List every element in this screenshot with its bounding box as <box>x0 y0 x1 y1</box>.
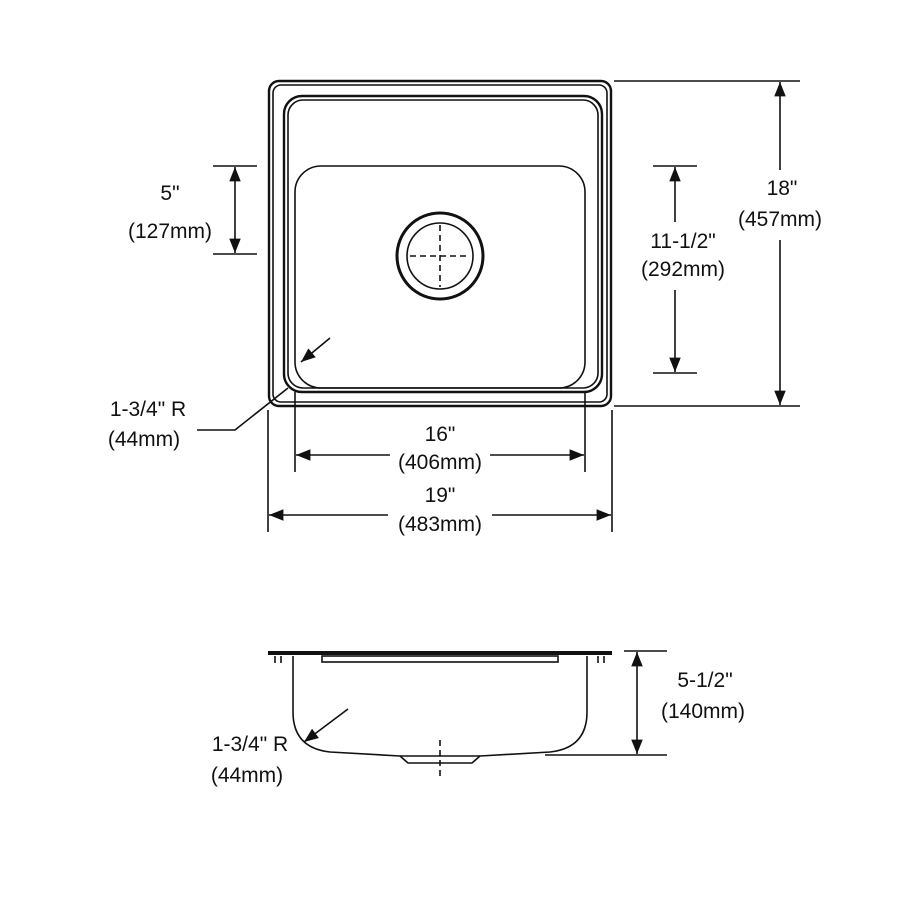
dim-label-inch: 1-3/4" R <box>212 733 288 756</box>
dim-label-inch: 11-1/2" <box>650 230 715 253</box>
dim-label-mm: (127mm) <box>128 220 212 243</box>
dim-label-inch: 18" <box>767 177 798 200</box>
mounting-clips-icon <box>274 656 605 663</box>
dim-label-mm: (44mm) <box>211 764 283 787</box>
dim-label-mm: (483mm) <box>398 513 482 536</box>
dim-label-mm: (457mm) <box>738 208 822 231</box>
dim-label-mm: (140mm) <box>661 700 745 723</box>
dim-label-inch: 5-1/2" <box>677 669 732 692</box>
dim-label-mm: (406mm) <box>398 451 482 474</box>
dim-label-inch: 16" <box>425 423 456 446</box>
rim-channel <box>321 655 559 663</box>
sink-side-view <box>268 651 612 776</box>
dim-label-mm: (292mm) <box>641 258 725 281</box>
dim-corner-radius-side: 1-3/4" R (44mm) <box>211 708 349 787</box>
dim-depth: 5-1/2" (140mm) <box>545 650 745 756</box>
dim-label-inch: 19" <box>425 484 456 507</box>
outer-rim <box>267 79 613 408</box>
inner-rim-edge <box>287 99 599 389</box>
dim-bowl-width: 16" (406mm) <box>294 392 586 474</box>
dim-overall-width: 19" (483mm) <box>267 410 613 536</box>
drain-inner-icon <box>406 222 474 290</box>
inner-rim <box>282 94 604 394</box>
outer-rim-inner-edge <box>272 84 608 403</box>
bowl-floor <box>294 165 586 389</box>
sink-top-view <box>267 79 613 408</box>
dim-bowl-length: 11-1/2" (292mm) <box>641 165 725 374</box>
dim-label-inch: 1-3/4" R <box>110 398 186 421</box>
dim-label-mm: (44mm) <box>108 428 180 451</box>
dim-bowl-front-depth: 5" (127mm) <box>128 165 257 255</box>
dim-label-inch: 5" <box>160 182 179 205</box>
dim-corner-radius-top: 1-3/4" R (44mm) <box>108 337 331 451</box>
drain-outer-icon <box>395 211 485 301</box>
flange <box>268 651 612 655</box>
dim-overall-length: 18" (457mm) <box>614 80 822 407</box>
